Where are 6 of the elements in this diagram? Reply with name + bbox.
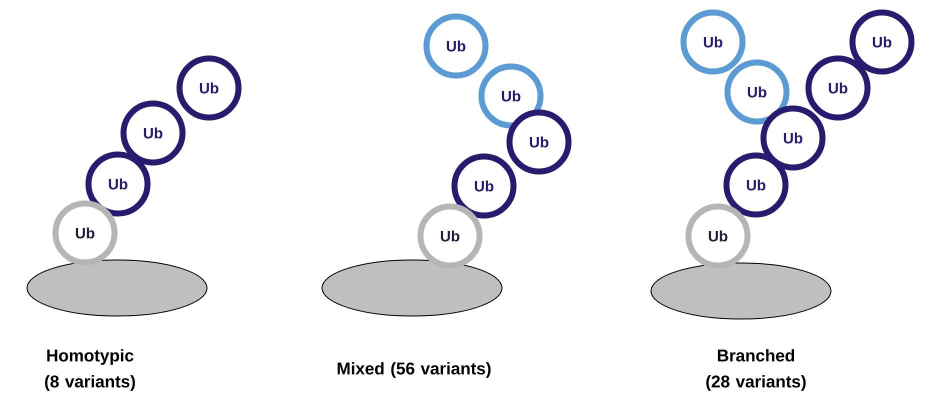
- caption-text: Mixed (56 variants): [338, 362, 491, 378]
- substrate-ellipse: [650, 262, 832, 320]
- substrate-ellipse: [26, 260, 208, 316]
- caption-text: Homotypic (8 variants): [45, 349, 135, 391]
- substrate-ellipse: [322, 260, 502, 316]
- caption-text: Branched (28 variants): [706, 349, 806, 391]
